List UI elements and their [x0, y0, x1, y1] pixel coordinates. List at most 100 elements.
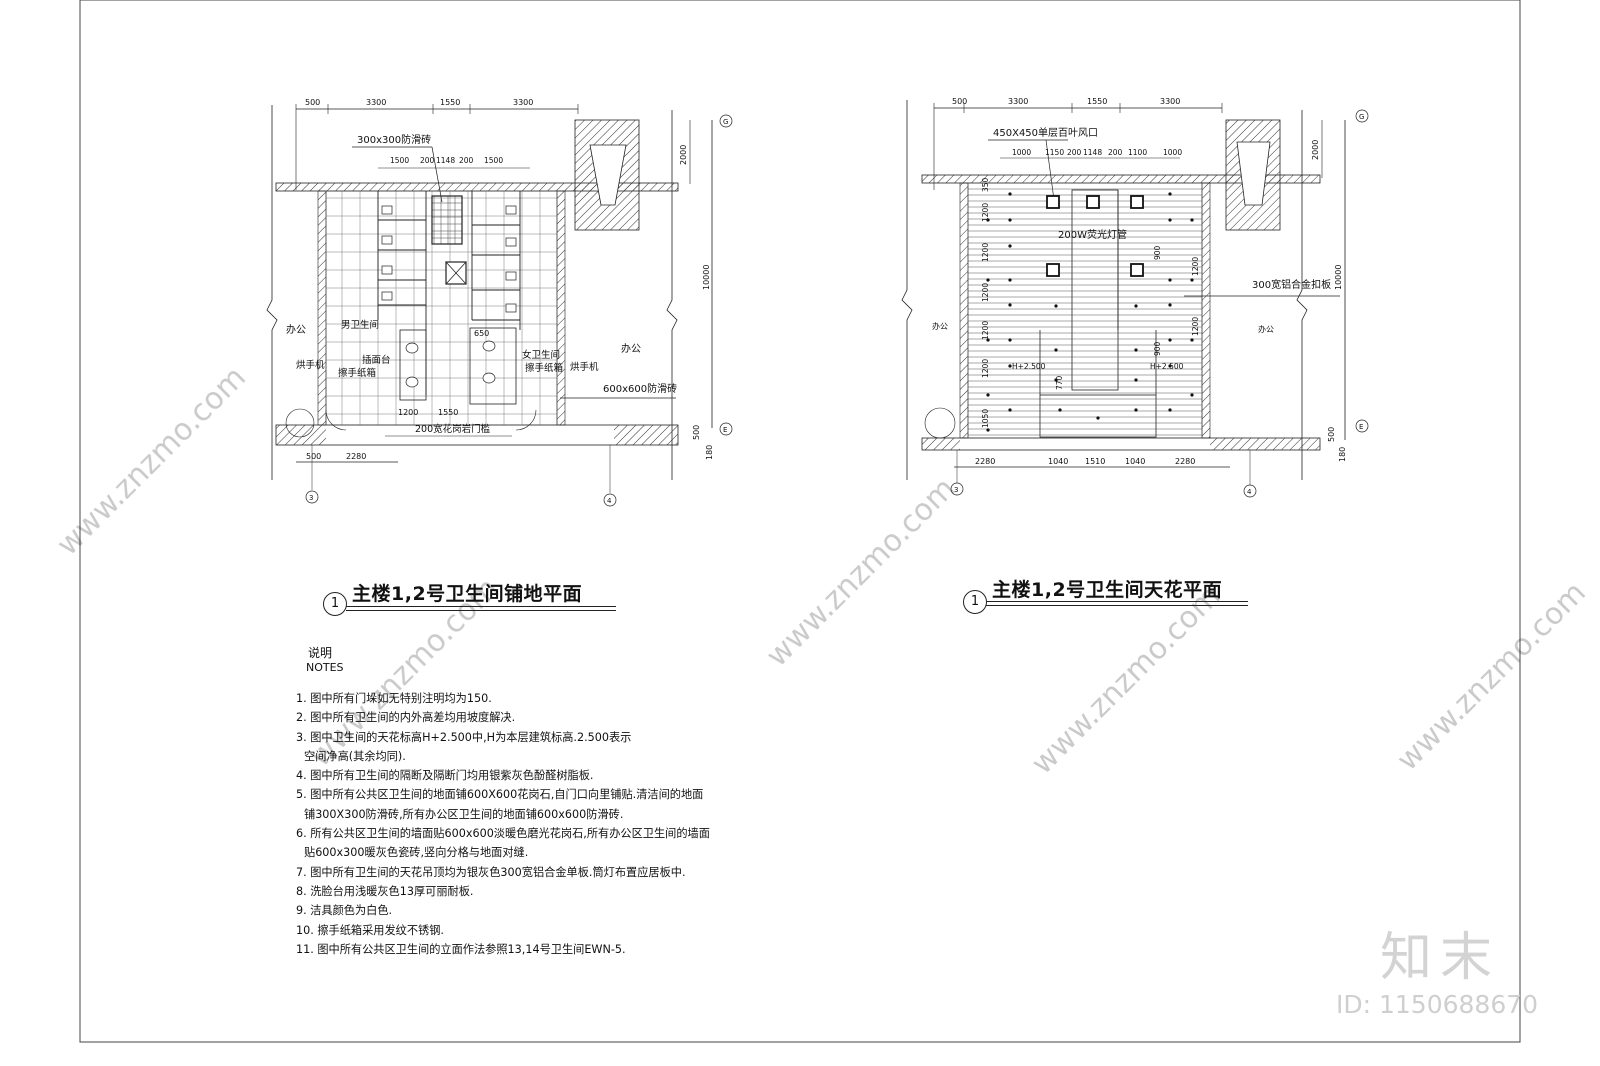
dim-text: 1200 [981, 203, 990, 222]
grid-axis-label: E [1359, 423, 1363, 431]
note-item-continuation: 铺300X300防滑砖,所有办公区卫生间的地面铺600x600防滑砖. [304, 807, 624, 821]
dim-text: 1040 [1048, 457, 1068, 466]
note-item: 8. 洗脸台用浅暖灰色13厚可丽耐板. [296, 884, 474, 898]
dim-text: 1150 [1045, 148, 1064, 157]
office-label: 办公 [1258, 324, 1274, 334]
dim-text: 770 [1055, 375, 1064, 390]
dim-text: 2000 [679, 145, 688, 165]
floor-tiles-small [431, 195, 463, 245]
grid-axis-label: 4 [1247, 488, 1252, 496]
dim-text: 1100 [1128, 148, 1147, 157]
dim-text: 200 [1108, 148, 1123, 157]
note-item-continuation: 贴600x300暖灰色瓷砖,竖向分格与地面对缝. [304, 846, 529, 860]
dim-text: 180 [705, 445, 714, 460]
note-item-continuation: 空间净高(其余均同). [304, 749, 406, 763]
dim-text: 1200 [398, 408, 418, 417]
tube-label: 200W荧光灯管 [1058, 228, 1127, 241]
note-item: 10. 擦手纸箱采用发纹不锈钢. [296, 923, 444, 937]
dim-text: 1550 [1087, 97, 1107, 106]
note-item: 7. 图中所有卫生间的天花吊顶均为银灰色300宽铝合金单板.筒灯布置应居板中. [296, 865, 686, 879]
grid-axis-bubble [719, 422, 733, 436]
men-room-label: 男卫生间 [341, 319, 379, 331]
panel-label: 300宽铝合金扣板 [1252, 278, 1331, 291]
dim-text: 350 [981, 177, 990, 192]
dryer-label: 烘手机 [570, 361, 599, 373]
grid-axis-label: 3 [309, 494, 313, 502]
women-room-label: 女卫生间 [522, 349, 560, 361]
drawing-number: 1 [963, 590, 987, 614]
dim-text: 200 [1067, 148, 1082, 157]
watermark-text: www.znzmo.com [1390, 575, 1593, 778]
basin-label: 插面台 [362, 354, 391, 366]
dim-text: 1148 [436, 156, 455, 165]
title-underline [346, 610, 616, 611]
dim-text: 500 [305, 98, 320, 107]
dim-text: 2000 [1311, 140, 1320, 160]
watermark-text: www.znzmo.com [50, 360, 253, 563]
title-underline [986, 605, 1248, 606]
dim-text: 1148 [1083, 148, 1102, 157]
dim-text: 200 [459, 156, 474, 165]
dim-text: 10000 [702, 265, 711, 290]
title-underline [986, 601, 1248, 602]
dim-text: 1200 [981, 243, 990, 262]
drawing-number: 1 [323, 592, 347, 616]
grid-axis-label: 4 [607, 497, 612, 505]
dim-text: 1000 [1012, 148, 1031, 157]
sheet-border [79, 0, 1521, 1043]
dim-text: 1200 [1191, 317, 1200, 336]
note-item: 4. 图中所有卫生间的隔断及隔断门均用银紫灰色酚醛树脂板. [296, 769, 594, 783]
grid-axis-label: G [1359, 113, 1364, 121]
note-item: 1. 图中所有门垛如无特别注明均为150. [296, 692, 492, 705]
note-item: 2. 图中所有卫生间的内外高差均用坡度解决. [296, 711, 516, 725]
note-item: 5. 图中所有公共区卫生间的地面铺600X600花岗石,自门口向里铺贴.清洁间的… [296, 788, 704, 802]
office-label: 办公 [621, 342, 641, 355]
dim-text: 200 [420, 156, 435, 165]
dim-text: 180 [1338, 447, 1347, 462]
dim-text: 1500 [390, 156, 409, 165]
dim-text: 500 [692, 425, 701, 440]
ceiling-plan-title: 主楼1,2号卫生间天花平面 [992, 579, 1223, 601]
grid-axis-label: E [723, 426, 727, 434]
small-dim: 650 [474, 329, 489, 338]
dim-text: 1510 [1085, 457, 1105, 466]
dim-text: 500 [1327, 427, 1336, 442]
watermark-text: www.znzmo.com [1025, 579, 1228, 782]
dim-text: 3300 [513, 98, 533, 107]
dim-text: 900 [1153, 341, 1162, 356]
grid-axis-bubble [603, 493, 617, 507]
dim-text: 900 [1153, 245, 1162, 260]
dim-text: 2280 [1175, 457, 1195, 466]
dim-text: 500 [306, 452, 321, 461]
height-label: H+2.500 [1150, 362, 1184, 371]
threshold-label: 200宽花岗岩门槛 [415, 423, 491, 435]
dryer-label: 烘手机 [296, 359, 325, 371]
tile-large-label: 600x600防滑砖 [603, 382, 677, 395]
note-item: 9. 洁具颜色为白色. [296, 904, 393, 918]
notes-block: 说明 NOTES 1. 图中所有门垛如无特别注明均为150. 2. 图中所有卫生… [296, 646, 816, 959]
notes-heading: 说明 [308, 646, 333, 660]
dim-text: 10000 [1334, 265, 1343, 290]
vent-label: 450X450单层百叶风口 [993, 127, 1098, 139]
dim-text: 1040 [1125, 457, 1145, 466]
dim-text: 1550 [438, 408, 458, 417]
note-item: 11. 图中所有公共区卫生间的立面作法参照13,14号卫生间EWN-5. [296, 942, 626, 956]
office-label: 办公 [286, 323, 306, 336]
dim-text: 1000 [1163, 148, 1182, 157]
dim-text: 1550 [440, 98, 460, 107]
height-label: H+2.500 [1012, 362, 1046, 371]
dim-text: 3300 [1160, 97, 1180, 106]
grid-axis-label: 3 [954, 486, 958, 494]
note-item: 3. 图中卫生间的天花标高H+2.500中,H为本层建筑标高.2.500表示 [296, 730, 632, 744]
dim-text: 1200 [1191, 257, 1200, 276]
dim-text: 1200 [981, 283, 990, 302]
dim-text: 1200 [981, 359, 990, 378]
note-item: 6. 所有公共区卫生间的墙面贴600x600淡暖色磨光花岗石,所有办公区卫生间的… [296, 827, 710, 841]
title-underline [346, 606, 616, 607]
ceiling-plan: 500 3300 1550 3300 450X450单层百叶风口 1000 11… [901, 97, 1369, 498]
grid-axis-label: G [723, 118, 728, 126]
dim-text: 500 [952, 97, 967, 106]
dim-text: 2280 [975, 457, 995, 466]
paper-box-label: 擦手纸箱 [525, 362, 563, 374]
paper-box-label: 擦手纸箱 [338, 367, 376, 379]
